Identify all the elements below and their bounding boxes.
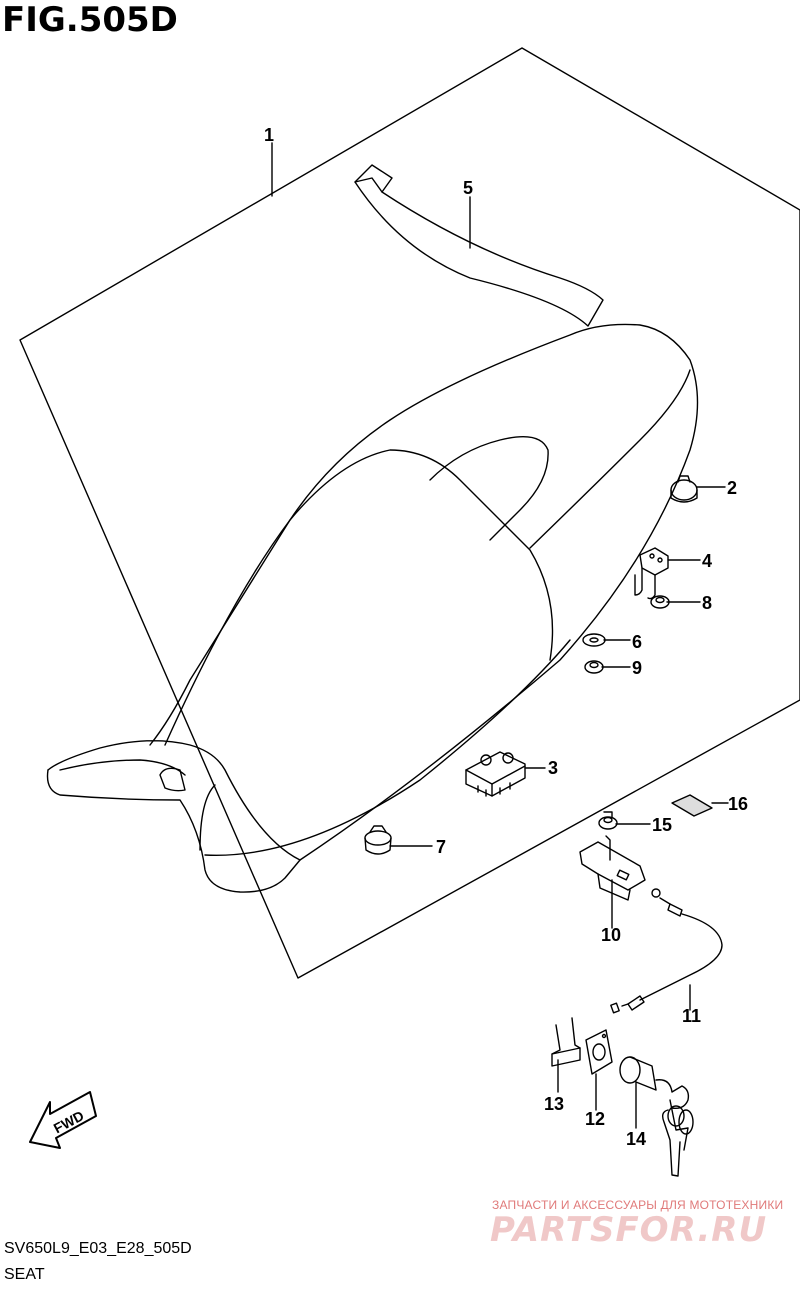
callout-15: 15	[652, 815, 672, 835]
rubber-cushion	[670, 475, 698, 503]
callout-8: 8	[702, 593, 712, 613]
lock-plate-12	[585, 1029, 613, 1075]
seat-strap	[354, 164, 604, 327]
seat-lock-cable	[610, 888, 723, 1014]
callout-1: 1	[264, 125, 274, 145]
callout-5: 5	[463, 178, 473, 198]
callout-6: 6	[632, 632, 642, 652]
callout-7: 7	[436, 837, 446, 857]
footer-model-code: SV650L9_E03_E28_505D	[4, 1240, 192, 1257]
callout-13: 13	[544, 1094, 564, 1114]
callout-14: 14	[626, 1129, 646, 1149]
seat-body	[46, 323, 699, 893]
figure-title: FIG.505D	[2, 0, 178, 40]
watermark-logo: PARTSFOR.RU	[490, 1210, 768, 1250]
callout-12: 12	[585, 1109, 605, 1129]
rubber-cushion-7	[364, 825, 392, 855]
callout-9: 9	[632, 658, 642, 678]
footer-section-name: SEAT	[4, 1266, 45, 1283]
callout-11: 11	[682, 1006, 701, 1026]
watermark-tagline: ЗАПЧАСТИ И АКСЕССУАРЫ ДЛЯ МОТОТЕХНИКИ	[492, 1198, 784, 1212]
nut-15	[598, 811, 618, 830]
callout-2: 2	[727, 478, 737, 498]
seat-lock-set-14	[619, 1056, 694, 1177]
washer-6	[582, 633, 606, 647]
seat-bracket	[634, 547, 669, 600]
fwd-arrow-icon	[29, 1091, 97, 1149]
callout-4: 4	[702, 551, 712, 571]
label-16	[671, 794, 713, 817]
callout-16: 16	[728, 794, 748, 814]
callout-10: 10	[601, 925, 621, 945]
clip-13	[551, 1017, 581, 1067]
seat-hook-block	[465, 751, 526, 797]
callout-3: 3	[548, 758, 558, 778]
assembly-outline	[19, 47, 800, 979]
seat-lock-catch	[579, 835, 646, 901]
nut-9	[584, 660, 604, 674]
